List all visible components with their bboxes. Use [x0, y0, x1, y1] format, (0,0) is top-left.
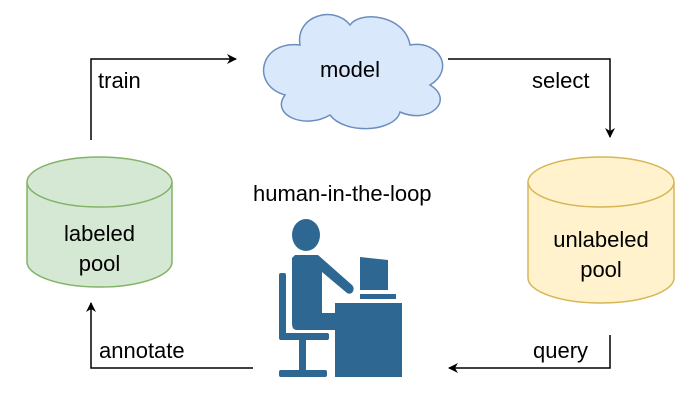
train-label: train — [98, 68, 141, 93]
select-edge — [448, 58, 615, 138]
labeled-pool-cylinder[interactable] — [26, 156, 173, 288]
model-cloud[interactable] — [262, 14, 444, 130]
unlabeled-pool-line2: pool — [580, 257, 622, 282]
person-at-computer-icon — [279, 219, 402, 377]
query-label: query — [533, 338, 589, 363]
labeled-pool-line2: pool — [78, 251, 121, 276]
query-edge — [448, 335, 611, 373]
annotate-edge — [86, 302, 253, 369]
labeled-pool-line1: labeled — [64, 221, 135, 246]
unlabeled-pool-label: unlabeled pool — [528, 225, 674, 285]
model-label: model — [320, 57, 380, 82]
select-label: select — [532, 68, 590, 93]
unlabeled-pool-line1: unlabeled — [553, 227, 649, 252]
annotate-label: annotate — [99, 338, 185, 363]
train-edge — [90, 54, 237, 140]
human-in-the-loop-title: human-in-the-loop — [253, 181, 432, 206]
labeled-pool-label: labeled pool — [27, 219, 172, 279]
unlabeled-pool-cylinder[interactable] — [527, 156, 675, 304]
